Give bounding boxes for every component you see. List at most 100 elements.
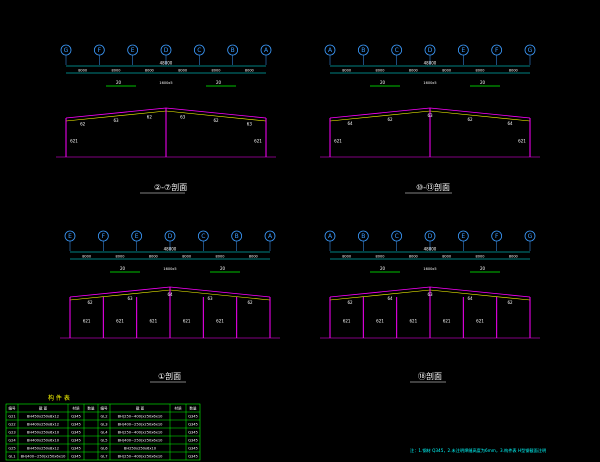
bay-dim-text: 8000 [342, 69, 351, 73]
frame-title-top-left: ②-⑦剖面 [140, 182, 187, 194]
grid-axis-label: F [102, 233, 106, 240]
member-label: 64 [347, 121, 353, 126]
frame-title-bottom-left: ①剖面 [150, 371, 186, 383]
grid-axis-label: B [361, 47, 365, 54]
slope-label: 20 [220, 266, 226, 271]
frame-title-text: ②-⑦剖面 [154, 182, 187, 192]
grid-axis-label: E [461, 47, 465, 54]
schedule-border [5, 403, 201, 461]
schedule-cell: BH250x250x6x10 [124, 447, 157, 451]
member-label: 64 [507, 121, 513, 126]
schedule-cell: BH(400~250)x250x6x10 [118, 439, 164, 443]
ridge-note: 1600x5 [163, 267, 176, 271]
schedule-cell: BH400x250x8x12 [27, 423, 59, 427]
member-label: 63 [127, 296, 133, 301]
bay-dim-text: 8000 [409, 255, 418, 259]
bay-dim-text: 8000 [145, 69, 154, 73]
grid-axis-label: E [135, 233, 139, 240]
column-label: 621 [410, 319, 418, 324]
schedule-cell: G23 [8, 431, 15, 435]
schedule-cell: GL3 [100, 423, 107, 427]
slope-label: 20 [480, 266, 486, 271]
slope-label: 20 [116, 80, 122, 85]
schedule-cell: Q345 [71, 439, 81, 443]
grid-axis-label: F [495, 233, 499, 240]
member-label: 63 [427, 113, 433, 118]
bay-dim-text: 8000 [78, 69, 87, 73]
schedule-cell: GL2 [100, 415, 107, 419]
schedule-header-cell: 截 面 [136, 406, 145, 411]
overall-dim-text: 48000 [424, 61, 437, 66]
bay-dim-text: 8000 [182, 255, 191, 259]
schedule-cell: Q345 [71, 423, 81, 427]
schedule-cell: Q345 [188, 455, 198, 459]
general-notes: 注：1.钢材 Q345，2.未注明焊缝高度为6mm，3.构件表 H型钢截面注明 [410, 447, 546, 454]
schedule-cell: Q345 [71, 447, 81, 451]
schedule-header-cell: 截 面 [39, 406, 48, 411]
member-label: 62 [87, 300, 93, 305]
schedule-header-cell: 编号 [100, 406, 108, 411]
column-label: 621 [70, 139, 78, 144]
schedule-cell: Q345 [188, 415, 198, 419]
ridge-note: 1600x5 [159, 81, 172, 85]
grid-axis-label: E [131, 47, 135, 54]
grid-axis-label: A [264, 47, 269, 54]
schedule-header-cell: 材质 [72, 406, 80, 411]
column-label: 621 [476, 319, 484, 324]
schedule-header-cell: 数量 [87, 406, 95, 411]
schedule-cell: BH(250~400)x250x6x10 [118, 431, 164, 435]
schedule-cell: Q345 [71, 415, 81, 419]
schedule-header-cell: 编号 [8, 406, 16, 411]
slope-label: 20 [120, 266, 126, 271]
schedule-cell: BH400x250x6x10 [27, 439, 60, 443]
grid-axis-label: F [98, 47, 102, 54]
member-label: 63 [180, 115, 186, 120]
slope-label: 20 [480, 80, 486, 85]
schedule-cell: BH(400~250)x250x6x10 [118, 423, 164, 427]
schedule-cell: BH(250~400)x250x6x10 [118, 415, 164, 419]
schedule-cell: Q345 [71, 455, 81, 459]
member-label: 63 [207, 296, 213, 301]
bay-dim-text: 8000 [212, 69, 221, 73]
overall-dim-text: 48000 [424, 247, 437, 252]
bay-dim-text: 8000 [442, 69, 451, 73]
member-label: 64 [467, 296, 473, 301]
member-label: 64 [167, 292, 173, 297]
member-label: 62 [80, 121, 86, 126]
grid-axis-label: G [528, 47, 533, 54]
schedule-cell: GL4 [100, 431, 108, 435]
frame-title-text: ⑱剖面 [418, 371, 442, 381]
frame-title-text: ⑩-⑬剖面 [416, 182, 450, 192]
member-label: 62 [347, 300, 353, 305]
overall-dim-text: 48000 [160, 61, 173, 66]
bay-dim-text: 8000 [249, 255, 258, 259]
bay-dim-text: 8000 [178, 69, 187, 73]
column-label: 621 [343, 319, 351, 324]
member-label: 64 [387, 296, 393, 301]
ridge-note: 1600x5 [423, 267, 436, 271]
grid-axis-label: A [268, 233, 273, 240]
column-label: 621 [116, 319, 124, 324]
grid-axis-label: C [201, 233, 205, 240]
grid-axis-label: E [461, 233, 465, 240]
column-label: 621 [254, 139, 262, 144]
grid-axis-label: C [395, 233, 399, 240]
schedule-cell: BH450x250x6x10 [27, 431, 60, 435]
column-label: 621 [83, 319, 91, 324]
bay-dim-text: 8000 [216, 255, 225, 259]
schedule-cell: BH450x250x8x12 [27, 415, 59, 419]
column-label: 621 [334, 139, 342, 144]
member-label: 62 [247, 300, 253, 305]
schedule-cell: Q345 [188, 423, 198, 427]
frame-title-bottom-right: ⑱剖面 [410, 371, 446, 383]
member-label: 63 [247, 121, 253, 126]
member-label: 62 [387, 117, 393, 122]
schedule-title: 构 件 表 [48, 394, 70, 402]
